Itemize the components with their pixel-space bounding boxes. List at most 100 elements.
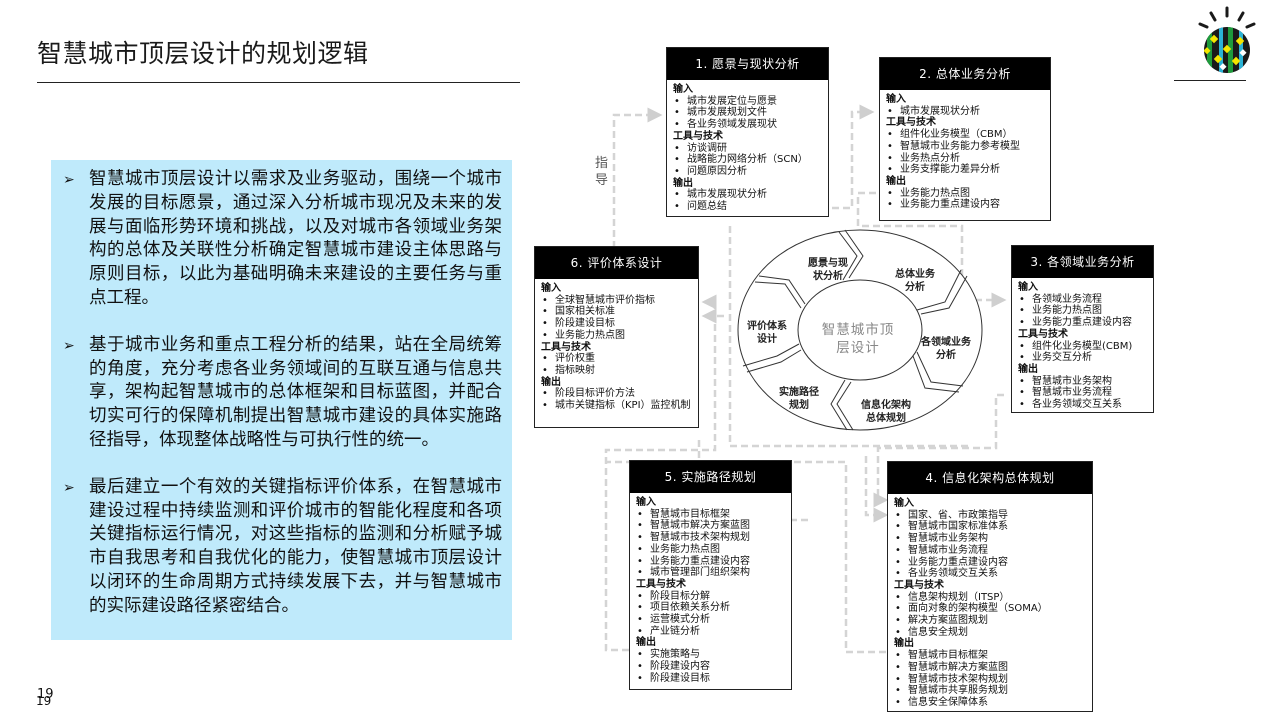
list-item: 信息安全规划 — [894, 627, 1086, 639]
cycle-segment-vision: 愿景与现 状分析 — [793, 257, 863, 283]
section-tools-label: 工具与技术 — [541, 341, 591, 353]
step-title: 6. 评价体系设计 — [535, 247, 698, 279]
list-item: 国家、省、市政策指导 — [894, 510, 1086, 522]
list-item: 智慧城市解决方案蓝图 — [894, 662, 1086, 674]
section-output-label: 输出 — [673, 177, 693, 189]
cycle-segment-line: 评价体系 — [747, 321, 787, 332]
cycle-segment-it-architecture: 信息化架构 总体规划 — [848, 399, 924, 425]
list-item: 城市关键指标（KPI）监控机制 — [541, 400, 692, 412]
list-item: 业务能力重点建设内容 — [886, 199, 1044, 211]
list-item: 战略能力网络分析（SCN） — [673, 154, 822, 166]
section-output-label: 输出 — [886, 175, 906, 187]
section-input-label: 输入 — [673, 84, 693, 95]
cycle-segment-line: 各领域业务 — [921, 337, 971, 348]
cycle-segment-overall-business: 总体业务 分析 — [880, 268, 950, 294]
section-tools-label: 工具与技术 — [673, 130, 723, 142]
list-item: 智慧城市目标框架 — [894, 650, 1086, 662]
list-item: 业务支撑能力差异分析 — [886, 164, 1044, 176]
section-tools-label: 工具与技术 — [886, 117, 936, 129]
cycle-segment-implementation: 实施路径 规划 — [764, 386, 834, 412]
list-item: 智慧城市业务流程 — [894, 545, 1086, 557]
list-item: 城市发展规划文件 — [673, 107, 822, 119]
list-item: 业务能力重点建设内容 — [636, 556, 785, 568]
section-tools-label: 工具与技术 — [894, 579, 944, 591]
list-item: 智慧城市业务流程 — [1018, 387, 1147, 399]
list-item: 业务能力热点图 — [541, 330, 692, 342]
list-item: 实施策略与 — [636, 649, 785, 661]
title-divider — [37, 82, 520, 83]
section-output-label: 输出 — [894, 638, 914, 650]
bullet-arrow-icon: ➢ — [63, 479, 75, 496]
list-item: 面向对象的架构模型（SOMA） — [894, 603, 1086, 615]
bullet-arrow-icon: ➢ — [63, 337, 75, 354]
page-number-shadow: 19 — [36, 694, 52, 708]
list-item: 阶段目标分解 — [636, 591, 785, 603]
cycle-segment-line: 规划 — [789, 400, 809, 411]
section-output-label: 输出 — [541, 376, 561, 388]
cycle-segment-line: 实施路径 — [779, 387, 819, 398]
list-item: 智慧城市目标框架 — [636, 509, 785, 521]
list-item: 城市发展定位与愿景 — [673, 96, 822, 108]
section-input-label: 输入 — [886, 94, 906, 105]
step-box-3: 3. 各领域业务分析 输入 各领域业务流程 业务能力热点图 业务能力重点建设内容… — [1011, 245, 1154, 413]
paragraph-text: 智慧城市顶层设计以需求及业务驱动，围绕一个城市发展的目标愿景，通过深入分析城市现… — [89, 169, 502, 308]
page-number: 19 — [37, 687, 54, 702]
list-item: 组件化业务模型（CBM） — [886, 129, 1044, 141]
list-item: 智慧城市共享服务规划 — [894, 685, 1086, 697]
list-item: 城市发展现状分析 — [673, 189, 822, 201]
list-item: 指标映射 — [541, 365, 692, 377]
description-panel: ➢ 智慧城市顶层设计以需求及业务驱动，围绕一个城市发展的目标愿景，通过深入分析城… — [51, 160, 512, 640]
step-box-2: 2. 总体业务分析 输入 城市发展现状分析 工具与技术 组件化业务模型（CBM）… — [879, 57, 1051, 221]
paragraph-1: ➢ 智慧城市顶层设计以需求及业务驱动，围绕一个城市发展的目标愿景，通过深入分析城… — [61, 168, 502, 311]
list-item: 业务交互分析 — [1018, 352, 1147, 364]
list-item: 各业务领域发展现状 — [673, 119, 822, 131]
list-item: 城市发展现状分析 — [886, 106, 1044, 118]
guide-label: 指导 — [595, 156, 609, 188]
cycle-segment-line: 总体业务 — [895, 269, 935, 280]
cycle-segment-line: 愿景与现 — [808, 258, 848, 269]
list-item: 组件化业务模型(CBM) — [1018, 341, 1147, 353]
step-title: 5. 实施路径规划 — [630, 461, 791, 493]
cycle-segment-line: 设计 — [757, 334, 777, 345]
list-item: 业务能力热点图 — [886, 188, 1044, 200]
cycle-segment-line: 信息化架构 — [861, 400, 911, 411]
section-tools-label: 工具与技术 — [1018, 328, 1068, 340]
list-item: 各业务领域交互关系 — [894, 568, 1086, 580]
step-title: 3. 各领域业务分析 — [1012, 246, 1153, 278]
cycle-center-label: 智慧城市顶层设计 — [821, 322, 895, 356]
list-item: 全球智慧城市评价指标 — [541, 295, 692, 307]
section-input-label: 输入 — [894, 498, 914, 509]
list-item: 业务能力热点图 — [1018, 305, 1147, 317]
section-input-label: 输入 — [636, 497, 656, 508]
list-item: 评价权重 — [541, 353, 692, 365]
smarter-city-logo-icon — [1198, 6, 1256, 73]
list-item: 业务能力重点建设内容 — [1018, 317, 1147, 329]
paragraph-2: ➢ 基于城市业务和重点工程分析的结果，站在全局统筹的角度，充分考虑各业务领域间的… — [61, 334, 502, 453]
section-output-label: 输出 — [636, 637, 656, 649]
list-item: 项目依赖关系分析 — [636, 602, 785, 614]
list-item: 解决方案蓝图规划 — [894, 615, 1086, 627]
step-title: 1. 愿景与现状分析 — [667, 48, 828, 80]
step-title: 2. 总体业务分析 — [880, 58, 1050, 90]
step-box-1: 1. 愿景与现状分析 输入 城市发展定位与愿景 城市发展规划文件 各业务领域发展… — [666, 47, 829, 217]
list-item: 问题原因分析 — [673, 166, 822, 178]
list-item: 各业务领域交互关系 — [1018, 399, 1147, 411]
cycle-segment-line: 状分析 — [813, 271, 843, 282]
section-tools-label: 工具与技术 — [636, 578, 686, 590]
list-item: 智慧城市技术架构规划 — [636, 532, 785, 544]
cycle-segment-line: 分析 — [936, 350, 956, 361]
list-item: 阶段目标评价方法 — [541, 388, 692, 400]
list-item: 信息架构规划（ITSP） — [894, 592, 1086, 604]
step-box-4: 4. 信息化架构总体规划 输入 国家、省、市政策指导 智慧城市国家标准体系 智慧… — [887, 461, 1093, 712]
list-item: 产业链分析 — [636, 626, 785, 638]
list-item: 城市管理部门组织架构 — [636, 567, 785, 579]
list-item: 智慧城市解决方案蓝图 — [636, 520, 785, 532]
list-item: 各领域业务流程 — [1018, 294, 1147, 306]
list-item: 业务热点分析 — [886, 153, 1044, 165]
cycle-segment-line: 分析 — [905, 282, 925, 293]
paragraph-text: 最后建立一个有效的关键指标评价体系，在智慧城市建设过程中持续监测和评价城市的智能… — [89, 476, 502, 616]
list-item: 智慧城市业务能力参考模型 — [886, 141, 1044, 153]
list-item: 智慧城市业务架构 — [1018, 376, 1147, 388]
cycle-segment-line: 总体规划 — [866, 413, 906, 424]
step-title: 4. 信息化架构总体规划 — [888, 462, 1092, 494]
